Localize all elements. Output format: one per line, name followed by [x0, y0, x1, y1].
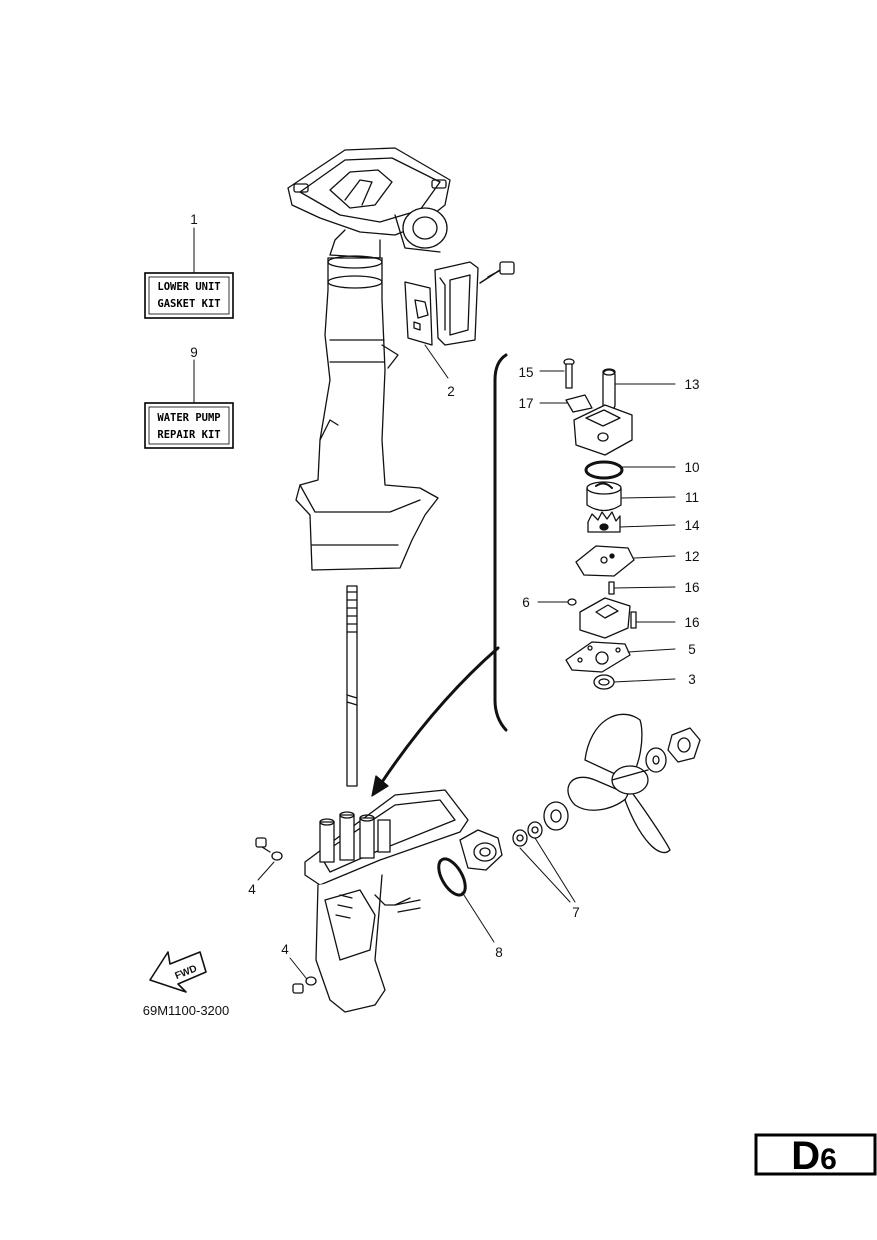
- pointer-arrow: [378, 646, 500, 787]
- page-code-box: D6: [754, 1133, 877, 1178]
- callout-2: 2: [447, 384, 455, 399]
- callout-14: 14: [684, 518, 700, 533]
- page-code-letter: D: [791, 1134, 820, 1178]
- pump-group-bracket: [493, 353, 508, 732]
- svg-text:D6: D6: [791, 1134, 837, 1178]
- fwd-arrow-icon: [149, 951, 207, 993]
- callout-10: 10: [684, 460, 699, 475]
- lower-casing: [304, 789, 469, 1013]
- callout-5: 5: [688, 642, 696, 657]
- lower-unit-gasket-kit-box: LOWER UNIT GASKET KIT: [144, 272, 234, 319]
- callout-3: 3: [688, 672, 696, 687]
- leader-lines: [193, 227, 676, 979]
- callout-16-lower: 16: [684, 615, 699, 630]
- propeller-assembly: [437, 713, 701, 897]
- water-pump-parts: [563, 358, 637, 690]
- kit-1-line-1: LOWER UNIT: [157, 281, 220, 293]
- callout-17: 17: [518, 396, 533, 411]
- water-pump-repair-kit-box: WATER PUMP REPAIR KIT: [144, 402, 234, 449]
- callout-12: 12: [684, 549, 699, 564]
- part-2-plate: [404, 261, 515, 346]
- callout-1: 1: [190, 212, 198, 227]
- drive-shaft: [346, 585, 358, 787]
- callout-4-upper: 4: [248, 882, 256, 897]
- diagram-code: 69M1100-3200: [143, 1003, 230, 1018]
- callout-8: 8: [495, 945, 503, 960]
- callout-9: 9: [190, 345, 198, 360]
- callout-6: 6: [522, 595, 530, 610]
- kit-9-line-2: REPAIR KIT: [157, 429, 220, 441]
- callout-11: 11: [685, 490, 699, 505]
- part-4-bolts: [255, 837, 317, 994]
- callout-7: 7: [572, 905, 580, 920]
- callout-16-upper: 16: [684, 580, 699, 595]
- callout-13: 13: [684, 377, 699, 392]
- kit-9-line-1: WATER PUMP: [157, 412, 220, 424]
- kit-1-line-2: GASKET KIT: [157, 298, 220, 310]
- page-code-number: 6: [820, 1143, 837, 1176]
- callout-4-lower: 4: [281, 942, 289, 957]
- callout-15: 15: [518, 365, 533, 380]
- upper-casing: [287, 147, 451, 571]
- callout-numbers: 1 9 2 15 17 13 10 11 14 12 16 6 16 5 3 7…: [190, 212, 700, 960]
